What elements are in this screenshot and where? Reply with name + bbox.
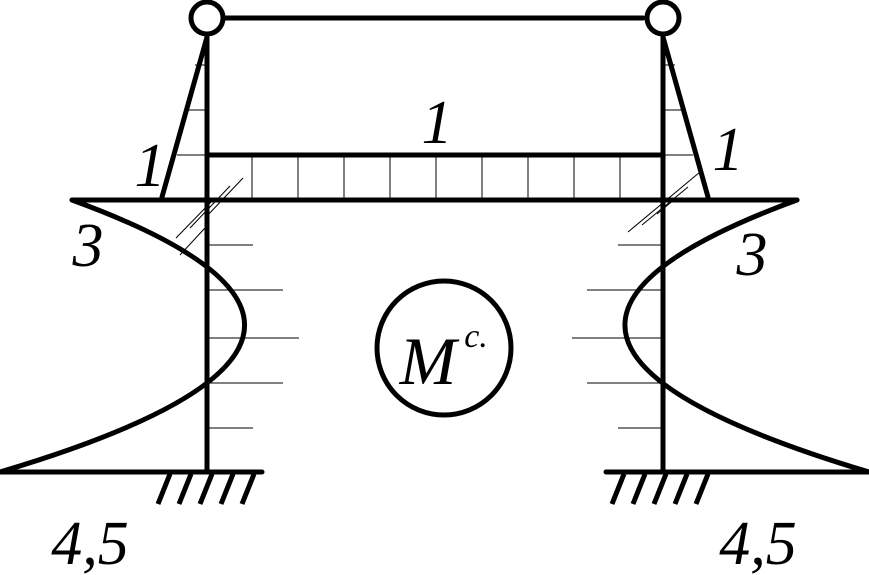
right-base-moment-value: 4,5 <box>719 510 797 575</box>
right-hinge <box>644 0 682 37</box>
left-top-moment-value: 1 <box>135 132 166 200</box>
left-base-moment-value: 4,5 <box>51 510 129 575</box>
right-top-moment-value: 1 <box>713 116 744 184</box>
left-mid-moment-value: 3 <box>72 212 104 280</box>
badge-superscript: c. <box>464 318 488 355</box>
left-moment-triangle-edge <box>159 34 210 200</box>
left-hinge <box>188 0 226 37</box>
left-moment-parabola <box>0 197 248 475</box>
hinges <box>188 0 682 37</box>
badge-main-symbol: M <box>399 323 460 399</box>
right-moment-parabola <box>622 197 869 475</box>
diagram-badge-circle <box>374 278 514 418</box>
right-mid-moment-value: 3 <box>736 221 768 289</box>
fixed-supports <box>155 473 711 505</box>
frame-structure <box>0 15 869 475</box>
right-moment-triangle-edge <box>660 34 711 200</box>
beam-moment-value: 1 <box>422 89 453 157</box>
